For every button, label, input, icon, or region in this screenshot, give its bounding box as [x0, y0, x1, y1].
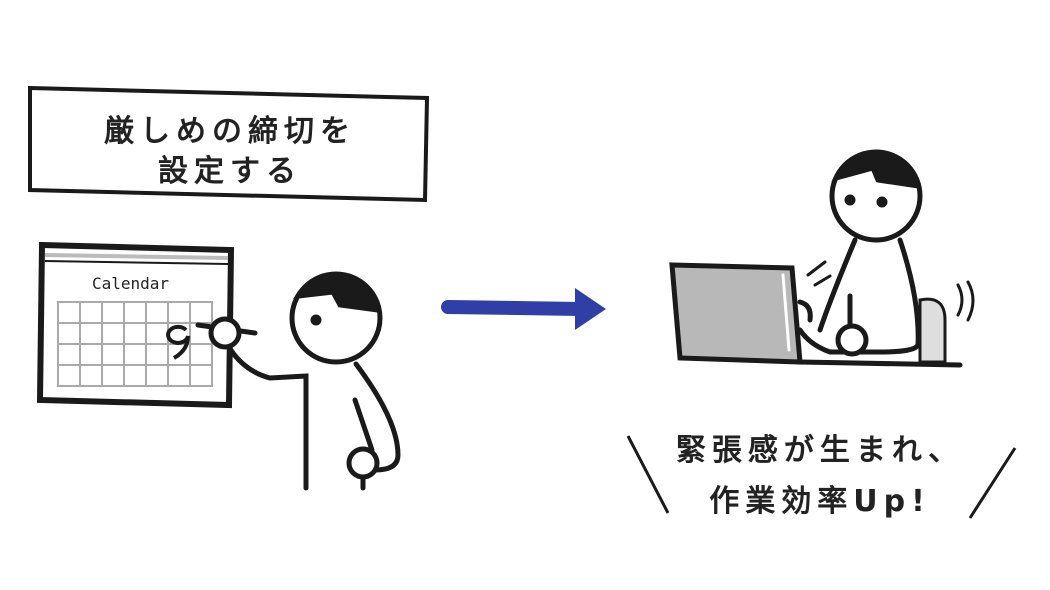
left-caption-line2: 設定する [158, 154, 302, 189]
calendar-cell [189, 364, 213, 387]
calendar-title: Calendar [92, 274, 170, 293]
right-slash [968, 447, 1017, 519]
right-caption-line1: 緊張感が生まれ、 [675, 433, 965, 468]
person-working [669, 149, 975, 368]
calendar [36, 241, 235, 409]
left-slash [626, 435, 670, 514]
right-caption-line2: 作業効率Up! [709, 484, 931, 519]
left-caption-line1: 厳しめの締切を [104, 114, 356, 149]
caption-box [28, 85, 430, 203]
person-writing [195, 271, 401, 491]
arrow-icon [441, 288, 606, 330]
written-nine [166, 324, 190, 360]
